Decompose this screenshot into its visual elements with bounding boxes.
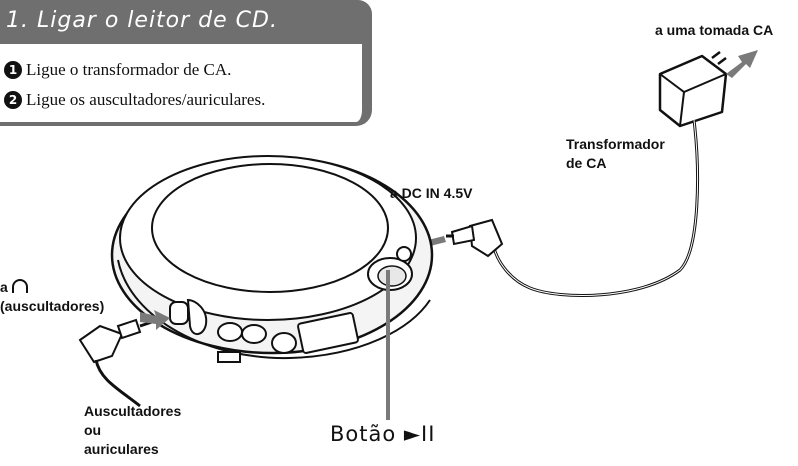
headphones-label-line3: auriculares bbox=[84, 441, 159, 457]
step-list: 1 Ligue o transformador de CA. 2 Ligue o… bbox=[0, 44, 372, 126]
step-panel: 1. Ligar o leitor de CD. 1 Ligue o trans… bbox=[0, 0, 372, 126]
headphone-icon bbox=[11, 279, 28, 293]
outlet-label: a uma tomada CA bbox=[655, 22, 774, 38]
lcd-display bbox=[297, 312, 359, 354]
number-badge-icon: 1 bbox=[4, 61, 22, 79]
headphone-cable bbox=[94, 359, 141, 408]
dc-in-label: a DC IN 4.5V bbox=[390, 185, 473, 201]
headphone-plug-icon bbox=[78, 318, 153, 364]
step-title: 1. Ligar o leitor de CD. bbox=[6, 8, 278, 33]
adapter-label-line1: Transformador bbox=[566, 136, 665, 152]
headphone-jack bbox=[169, 301, 189, 325]
headphones-label-line2: ou bbox=[84, 422, 102, 438]
step-title-bar: 1. Ligar o leitor de CD. bbox=[0, 0, 372, 44]
adapter-label-line2: de CA bbox=[566, 155, 607, 171]
headphone-arrow-icon bbox=[140, 310, 170, 330]
step-item-text: Ligue o transformador de CA. bbox=[26, 60, 232, 79]
play-button-label: Botão ►II bbox=[330, 422, 436, 446]
headphones-label-line1: Auscultadores bbox=[84, 403, 182, 419]
headphone-jack-label-line1: a bbox=[0, 279, 28, 296]
step-item-2: 2 Ligue os auscultadores/auriculares. bbox=[4, 90, 265, 110]
headphone-jack-label-text: a bbox=[0, 279, 8, 295]
dc-plug-icon bbox=[446, 218, 504, 258]
step-item-1: 1 Ligue o transformador de CA. bbox=[4, 60, 231, 80]
headphone-jack-label-line2: (auscultadores) bbox=[0, 298, 105, 314]
ac-adapter-icon bbox=[658, 51, 728, 128]
cd-player bbox=[110, 155, 434, 363]
step-item-text: Ligue os auscultadores/auriculares. bbox=[26, 90, 266, 109]
outlet-arrow-icon bbox=[726, 50, 758, 78]
number-badge-icon: 2 bbox=[4, 91, 22, 109]
